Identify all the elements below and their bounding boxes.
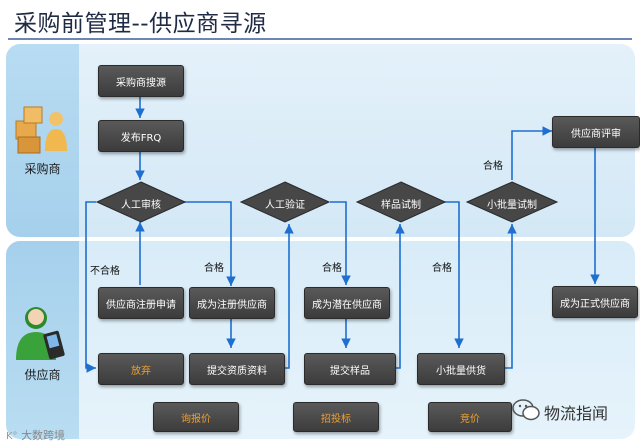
tender-box: 招投标 [293,402,379,432]
small-batch-supply-box: 小批量供货 [417,353,505,385]
manual-review-label: 人工审核 [96,196,186,211]
supplier-evaluation-box: 供应商评审 [552,116,640,148]
watermark-left: K° 大数跨境 [6,427,65,443]
supplier-register-box: 供应商注册申请 [98,287,184,319]
wechat-icon [512,398,540,422]
submit-sample-box: 提交样品 [304,353,396,385]
sample-trial-label: 样品试制 [356,196,446,211]
small-batch-trial-label: 小批量试制 [466,196,558,211]
publish-rfq-box: 发布FRQ [98,120,184,152]
pass-label: 合格 [432,259,452,274]
source-search-box: 采购商搜源 [98,65,184,97]
reject-label: 不合格 [90,262,120,277]
become-official-box: 成为正式供应商 [552,286,638,318]
give-up-box: 放弃 [98,353,184,385]
auction-box: 竞价 [428,402,512,432]
manual-verify-label: 人工验证 [240,196,330,211]
watermark-right: 物流指闻 [544,400,608,424]
pass-label: 合格 [483,157,503,172]
pass-label: 合格 [204,259,224,274]
submit-qualification-box: 提交资质资料 [189,353,285,385]
inquiry-box: 询报价 [153,402,239,432]
become-registered-box: 成为注册供应商 [189,287,275,319]
become-potential-box: 成为潜在供应商 [304,287,390,319]
pass-label: 合格 [322,259,342,274]
